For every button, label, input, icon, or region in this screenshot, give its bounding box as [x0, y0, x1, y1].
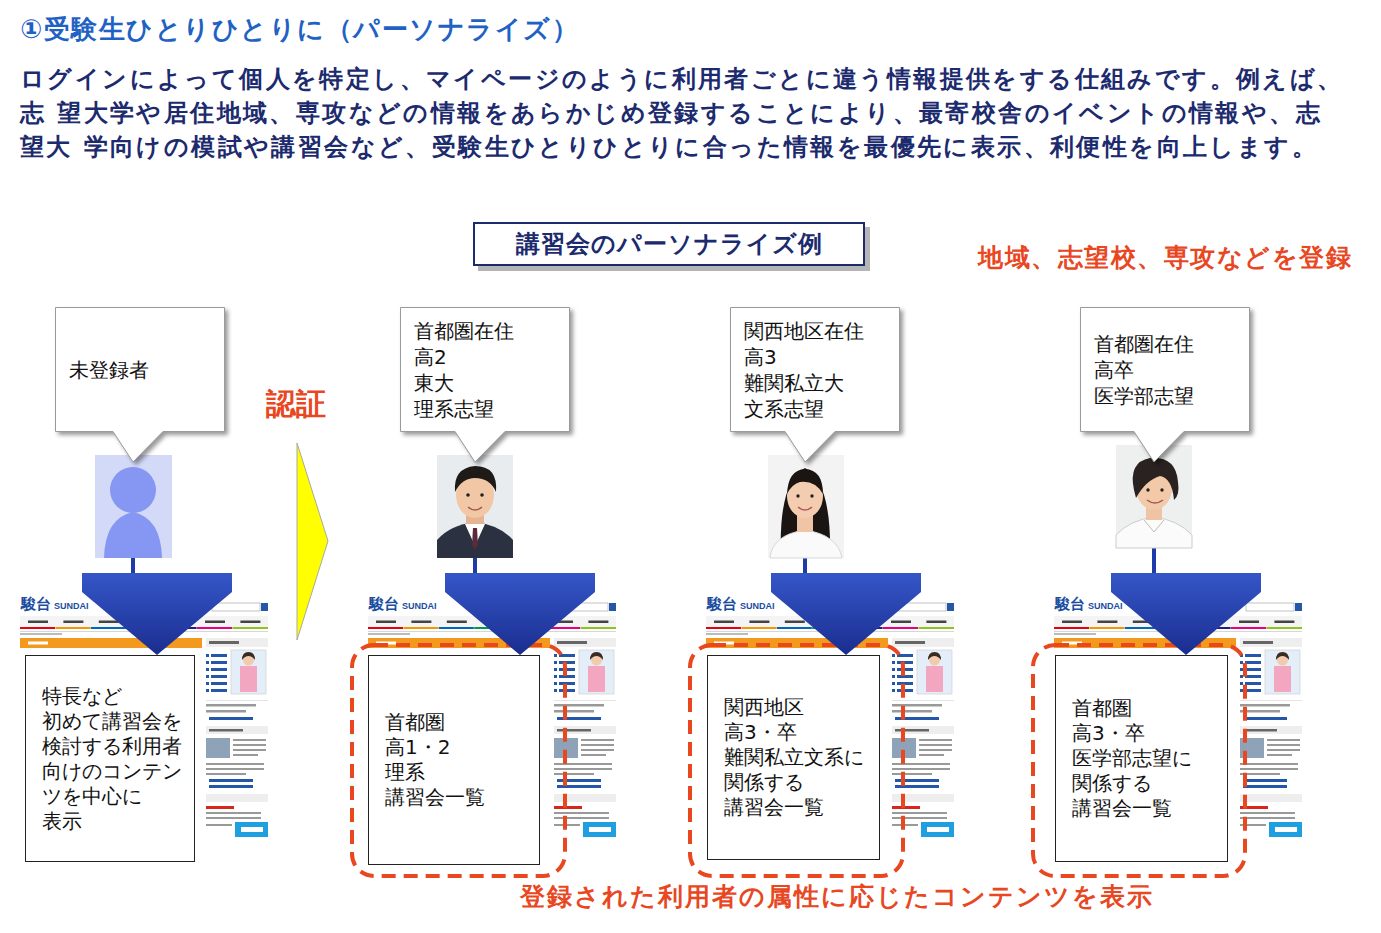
student-photo-part	[1144, 520, 1164, 532]
text-holder: 未登録者	[69, 357, 217, 383]
content-box: 関西地区 高3・卒 難関私立文系に 関係する 講習会一覧	[707, 655, 880, 860]
student-photo-part	[480, 493, 484, 497]
student-photo-part	[810, 494, 813, 497]
content-box: 特長など 初めて講習会を 検討する利用者 向けのコンテン ツを中心に 表示	[25, 655, 195, 862]
box-text: 関西地区在住 高3 難関私立大 文系志望	[744, 318, 892, 422]
arrow-head	[771, 573, 921, 655]
student-photo-part	[1147, 500, 1163, 503]
label-holder: ログインによって個人を特定し、マイページのように利用者ごとに違う情報提供をする仕…	[20, 62, 1346, 164]
logo-kanji: 駿台	[707, 596, 737, 612]
student-photo-part	[1116, 517, 1192, 548]
box-text: 首都圏 高1・2 理系 講習会一覧	[385, 710, 533, 810]
highlight-dashed-frame	[352, 645, 565, 876]
logo-kanji: 駿台	[21, 596, 51, 612]
student-photo-part	[787, 469, 823, 494]
label-holder: 駿台	[1055, 596, 1085, 612]
box-text: 首都圏 高3・卒 医学部志望に 関係する 講習会一覧	[1072, 696, 1221, 821]
arrow-head	[82, 573, 232, 655]
auth-label: 認証	[266, 386, 326, 422]
label-holder: SUNDAI	[740, 601, 775, 611]
flow-arrow	[1111, 432, 1261, 655]
label-holder: 登録された利用者の属性に応じたコンテンツを表示	[520, 881, 1154, 913]
student-photo-part	[798, 507, 812, 510]
logo-roman: SUNDAI	[54, 601, 89, 611]
student-photo-part	[466, 493, 470, 497]
student-photo-part	[472, 528, 478, 550]
student-photo-part	[796, 494, 799, 497]
box-text: 首都圏在住 高2 東大 理系志望	[414, 318, 562, 422]
highlight-dashed-frame	[1033, 645, 1245, 876]
logo-roman: SUNDAI	[740, 601, 775, 611]
bubble-outline-path	[56, 308, 225, 463]
student-photo-part	[1146, 488, 1149, 491]
label-holder: 駿台	[707, 596, 737, 612]
box-text: 関西地区 高3・卒 難関私立文系に 関係する 講習会一覧	[724, 695, 873, 820]
unregistered-avatar-part	[95, 455, 172, 558]
text-holder: 首都圏在住 高卒 医学部志望	[1094, 331, 1242, 409]
highlight-dashed-frame	[690, 645, 903, 876]
content-box: 首都圏 高3・卒 医学部志望に 関係する 講習会一覧	[1055, 655, 1228, 862]
content-box: 首都圏 高1・2 理系 講習会一覧	[368, 655, 540, 865]
student-photo-part	[1160, 488, 1163, 491]
text-holder: 関西地区 高3・卒 難関私立文系に 関係する 講習会一覧	[724, 695, 873, 820]
arrow-head	[1111, 573, 1261, 655]
student-photo	[768, 455, 844, 558]
flow-arrow	[82, 432, 232, 655]
student-photo-part	[1133, 458, 1179, 500]
label-holder: SUNDAI	[54, 601, 89, 611]
logo-roman: SUNDAI	[1088, 601, 1123, 611]
speech-bubble: 首都圏在住 高卒 医学部志望	[1080, 307, 1250, 432]
unregistered-avatar	[95, 455, 172, 558]
heading-text: 講習会のパーソナライズ例	[516, 229, 823, 259]
label-holder: SUNDAI	[402, 601, 437, 611]
arrow-head	[445, 573, 595, 655]
bubble-outline-path	[401, 308, 570, 463]
box-text: 未登録者	[69, 357, 217, 383]
text-holder: 講習会のパーソナライズ例	[516, 229, 823, 259]
page-title: ①受験生ひとりひとりに（パーソナライズ）	[20, 12, 579, 46]
title-holder: ①受験生ひとりひとりに（パーソナライズ）	[20, 12, 579, 46]
speech-bubble: 関西地区在住 高3 難関私立大 文系志望	[730, 307, 900, 432]
logo-kanji: 駿台	[369, 596, 399, 612]
region-heading-holder: 地域、志望校、専攻などを登録	[978, 242, 1352, 274]
description-text: ログインによって個人を特定し、マイページのように利用者ごとに違う情報提供をする仕…	[20, 62, 1346, 164]
student-photo-part	[468, 507, 482, 510]
auth-triangle-arrow	[297, 443, 328, 640]
bubble-outline-path	[731, 308, 900, 463]
unregistered-avatar-part	[104, 512, 162, 558]
label-holder: 駿台	[369, 596, 399, 612]
registration-region: 首都圏在住 高2 東大 理系志望 関西地区在住 高3 難関私立大 文系志望 首都圏在…	[348, 283, 1362, 470]
heading-box: 講習会のパーソナライズ例	[473, 222, 865, 266]
label-holder: 認証	[266, 386, 326, 422]
text-holder: 特長など 初めて講習会を 検討する利用者 向けのコンテン ツを中心に 表示	[42, 684, 188, 834]
student-photo	[437, 455, 513, 558]
result-caption: 登録された利用者の属性に応じたコンテンツを表示	[520, 881, 1154, 913]
box-text: 特長など 初めて講習会を 検討する利用者 向けのコンテン ツを中心に 表示	[42, 684, 188, 834]
student-photo-part	[437, 522, 513, 558]
region-heading: 地域、志望校、専攻などを登録	[978, 242, 1352, 274]
text-holder: 関西地区在住 高3 難関私立大 文系志望	[744, 318, 892, 422]
student-photo-part	[768, 455, 844, 558]
student-photo-part	[770, 530, 842, 558]
unregistered-avatar-part	[110, 467, 156, 513]
box-text: 首都圏在住 高卒 医学部志望	[1094, 331, 1242, 409]
logo-kanji: 駿台	[1055, 596, 1085, 612]
bubble-outline-path	[1081, 308, 1250, 463]
student-photo-part	[455, 466, 496, 492]
student-photo-part	[437, 455, 513, 558]
speech-bubble: 首都圏在住 高2 東大 理系志望	[400, 307, 570, 432]
label-holder: 駿台	[21, 596, 51, 612]
label-holder: SUNDAI	[1088, 601, 1123, 611]
logo-roman: SUNDAI	[402, 601, 437, 611]
speech-bubble: 未登録者	[55, 307, 225, 432]
text-holder: 首都圏 高3・卒 医学部志望に 関係する 講習会一覧	[1072, 696, 1221, 821]
text-holder: 首都圏 高1・2 理系 講習会一覧	[385, 710, 533, 810]
text-holder: 首都圏在住 高2 東大 理系志望	[414, 318, 562, 422]
